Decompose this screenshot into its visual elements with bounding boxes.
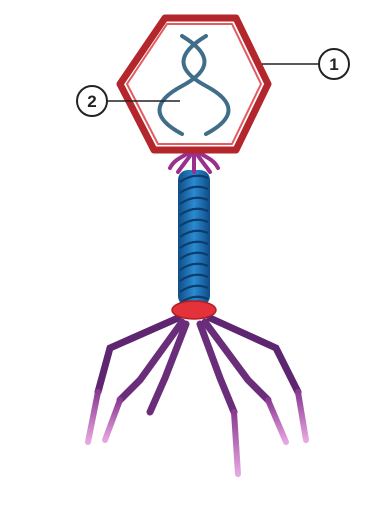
label-1-marker: 1 [319, 49, 349, 79]
tail-fibers [88, 318, 306, 474]
tail-fiber-tip [268, 400, 286, 442]
label-1-text: 1 [329, 55, 338, 74]
tail-sheath [178, 170, 210, 306]
label-2-text: 2 [87, 92, 96, 111]
capsid-head [120, 18, 268, 150]
tail-fiber-tip [298, 392, 306, 440]
tail-fiber-tip [88, 392, 98, 442]
base-plate [172, 301, 216, 319]
label-2-marker: 2 [77, 86, 107, 116]
tail-fiber-tip [234, 412, 238, 474]
tail-fiber-tip [105, 400, 120, 440]
